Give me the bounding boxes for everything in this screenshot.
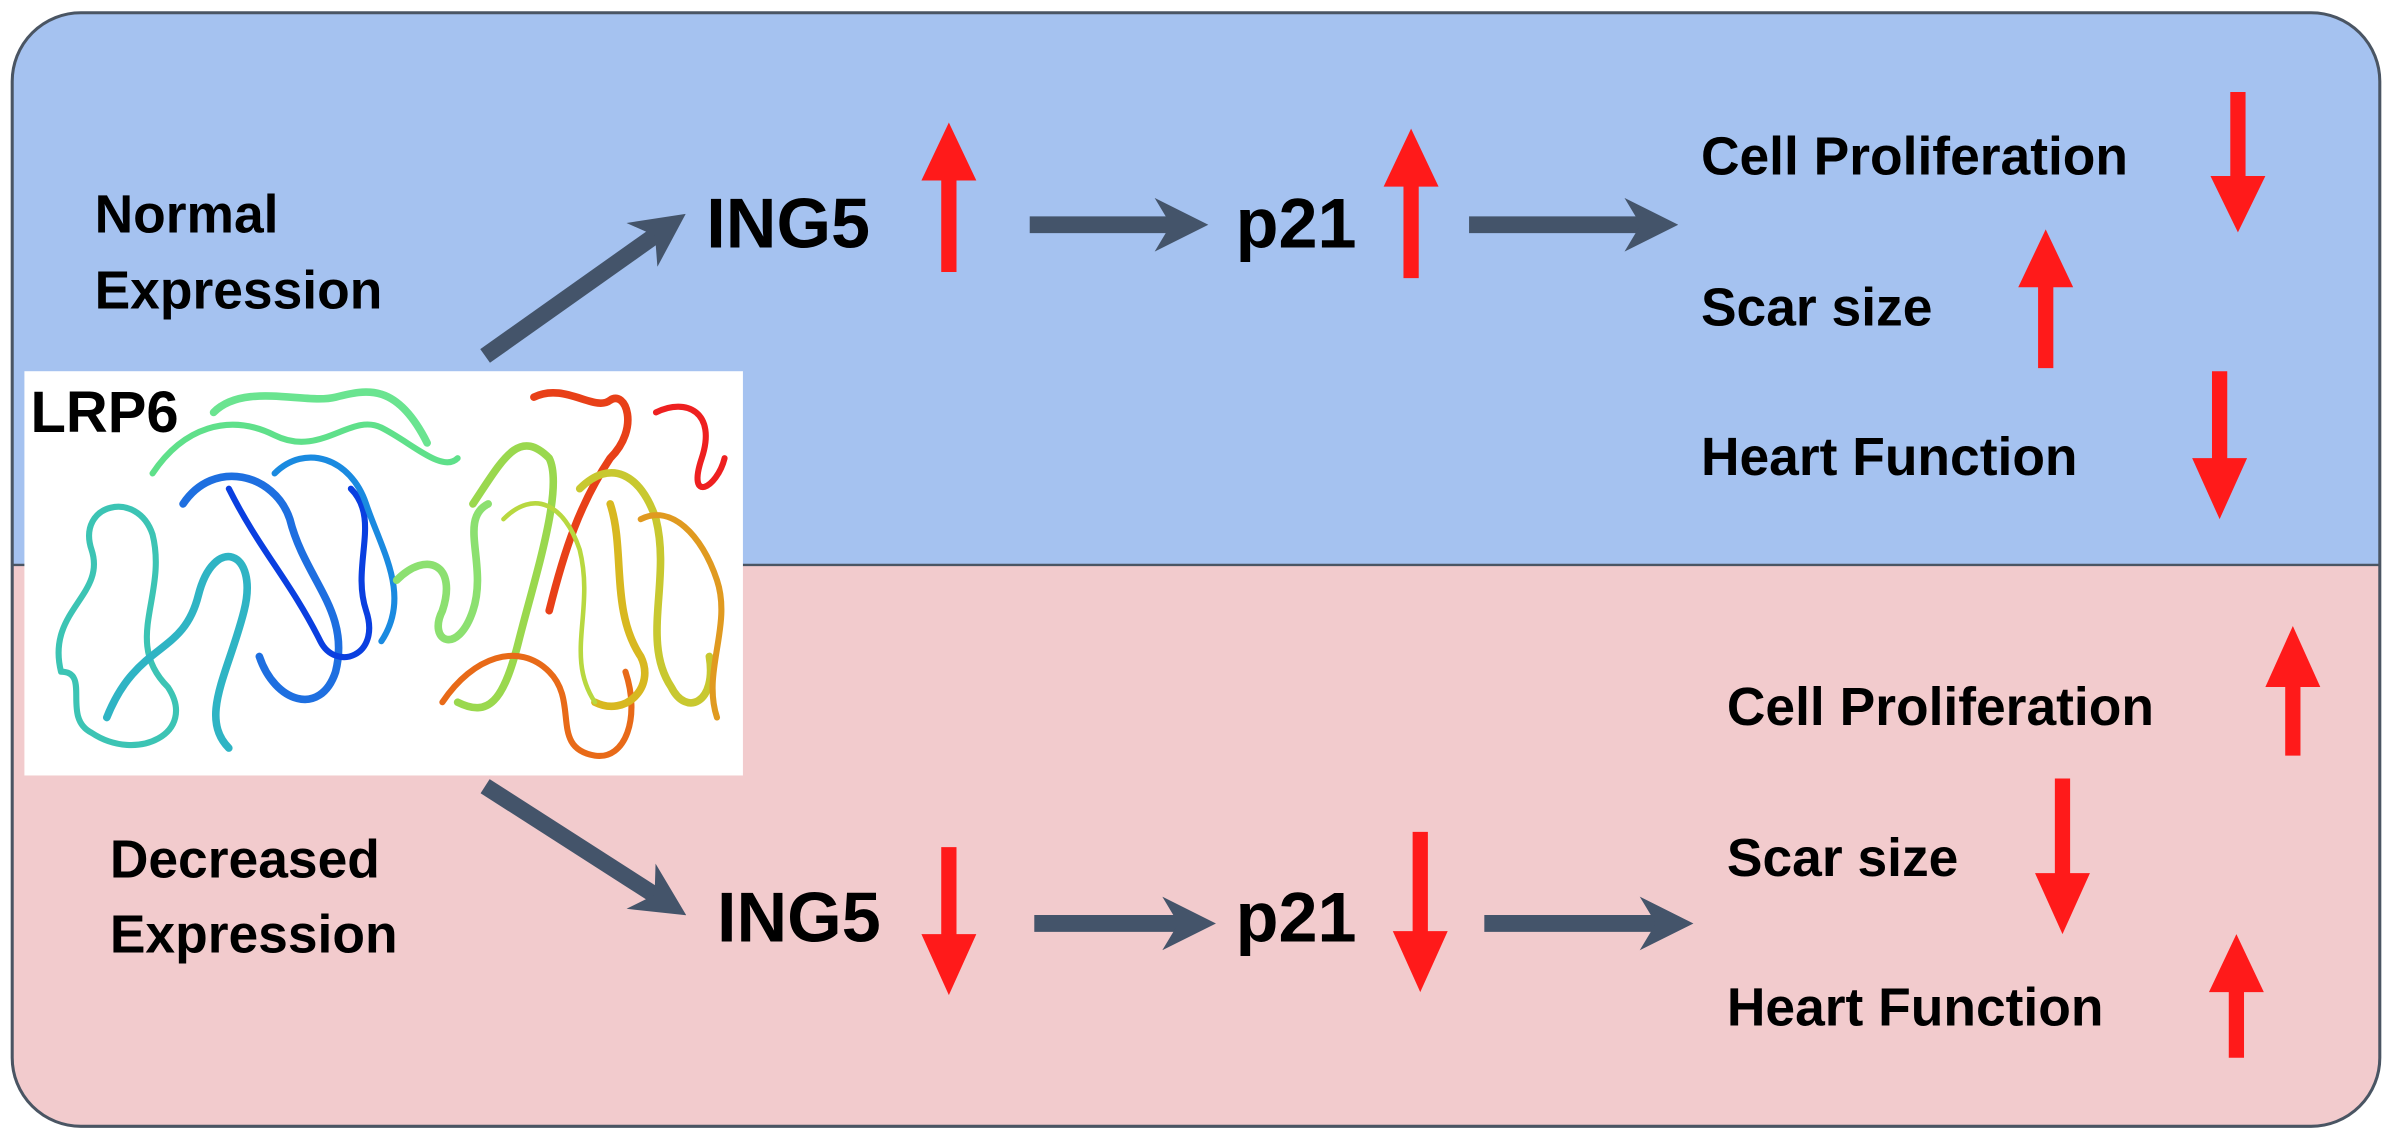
arrow-to-ing5-decreased	[480, 779, 687, 916]
decreased-condition-line2: Expression	[110, 905, 398, 964]
p21-down-arrowhead	[1392, 931, 1448, 993]
scar-size-down-arrowhead	[2035, 873, 2090, 935]
decreased-outcome-heart-function: Heart Function	[1727, 979, 2104, 1038]
normal-outcome-scar-size: Scar size	[1701, 278, 1932, 337]
normal-outcome-heart-function: Heart Function	[1701, 428, 2078, 487]
decreased-gene1: ING5	[717, 878, 881, 957]
decreased-condition-line1: Decreased	[110, 831, 380, 890]
cell-proliferation-up-arrowhead	[2265, 625, 2321, 687]
normal-condition-line1: Normal	[95, 185, 279, 244]
decreased-gene2: p21	[1236, 878, 1357, 957]
decreased-outcome-scar-size: Scar size	[1727, 829, 1958, 888]
ing5-down-arrowhead	[921, 934, 977, 996]
cell-proliferation-down-arrowhead	[2210, 175, 2266, 233]
lrp6-protein-image: LRP6	[24, 371, 743, 776]
normal-gene1: ING5	[706, 184, 870, 263]
normal-outcome-cell-proliferation: Cell Proliferation	[1701, 127, 2128, 186]
p21-up-arrowhead	[1383, 128, 1439, 187]
outer-border	[10, 11, 2382, 1128]
normal-gene2: p21	[1236, 184, 1357, 263]
ing5-up-arrowhead	[921, 122, 977, 181]
heart-function-up-arrowhead	[2208, 934, 2264, 993]
decreased-outcome-cell-proliferation: Cell Proliferation	[1727, 678, 2154, 737]
normal-condition-line2: Expression	[95, 262, 383, 321]
heart-function-down-arrowhead	[2192, 458, 2248, 520]
protein-label: LRP6	[31, 381, 179, 445]
arrow-to-ing5-normal	[480, 213, 686, 363]
scar-size-up-arrowhead	[2018, 229, 2074, 288]
